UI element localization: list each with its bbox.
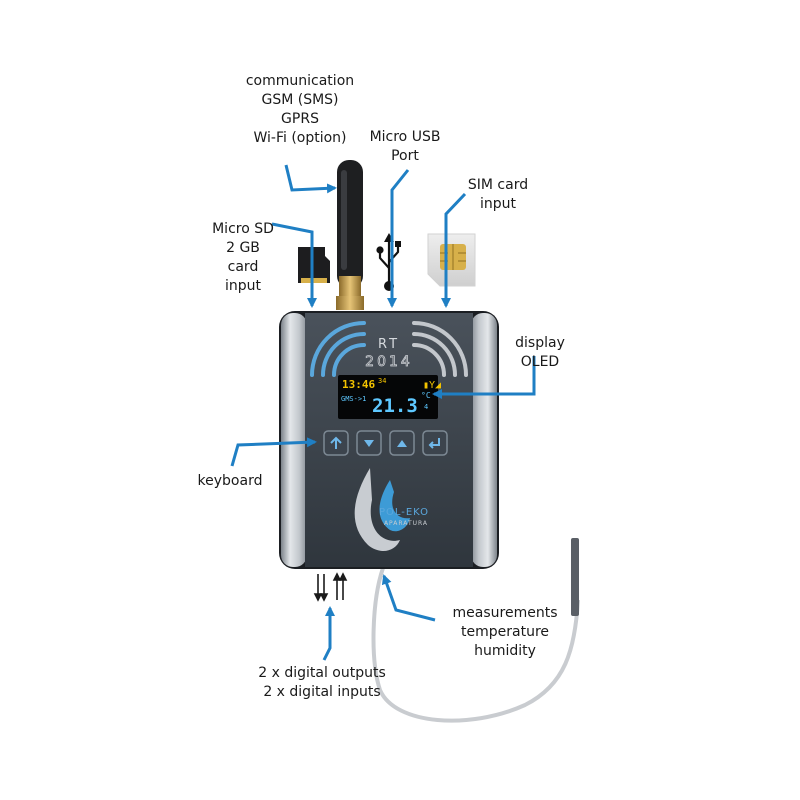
measurements-line-3: humidity [474, 643, 536, 659]
device-model: RT [378, 337, 400, 352]
usb-symbol [376, 233, 401, 291]
keypad [323, 430, 448, 456]
arrow-communication [284, 164, 337, 194]
arrow-sim [441, 192, 467, 308]
arrow-keyboard [230, 437, 317, 467]
oled-screen [338, 375, 438, 419]
measurements-line-1: measurements [452, 605, 558, 621]
communication-line-4: Wi-Fi (option) [253, 130, 347, 146]
sim-line-2: input [479, 196, 516, 212]
oled-antenna-icon: ▮Y◢ [423, 380, 441, 391]
micro-sd-line-3: card [227, 259, 259, 275]
micro-usb-line-2: Port [391, 148, 419, 164]
label-communication: communication GSM (SMS) GPRS Wi-Fi (opti… [200, 72, 400, 148]
oled-status: GMS->1 [341, 395, 366, 403]
io-arrows-icon [313, 572, 348, 602]
communication-line-2: GSM (SMS) [261, 92, 339, 108]
oled-unit-bottom: 4 [424, 403, 428, 411]
label-keyboard: keyboard [180, 472, 280, 491]
label-micro-sd: Micro SD 2 GB card input [200, 220, 286, 296]
brand-subtitle: APARATURA [384, 520, 428, 527]
wifi-arcs-left [310, 321, 366, 377]
measurements-line-2: temperature [461, 624, 549, 640]
label-measurements: measurements temperature humidity [420, 604, 590, 661]
display-line-1: display [515, 335, 565, 351]
oled-unit-top: °C [421, 391, 431, 400]
sim-line-1: SIM card [467, 177, 529, 193]
arrow-micro-sd [271, 222, 317, 308]
micro-sd-line-2: 2 GB [226, 240, 260, 256]
io-line-1: 2 x digital outputs [258, 665, 386, 681]
micro-sd-line-1: Micro SD [212, 221, 274, 237]
sensor-probe [571, 538, 579, 616]
label-digital-io: 2 x digital outputs 2 x digital inputs [222, 664, 422, 702]
micro-usb-line-1: Micro USB [369, 129, 441, 145]
callout-arrows [230, 164, 536, 661]
device-body [279, 311, 499, 569]
communication-line-3: GPRS [281, 111, 319, 127]
label-display: display OLED [500, 334, 580, 372]
label-sim-card: SIM card input [448, 176, 548, 214]
label-micro-usb: Micro USB Port [350, 128, 460, 166]
communication-line-1: communication [245, 73, 355, 89]
wifi-arcs-right [412, 321, 468, 377]
arrow-measurements [381, 574, 436, 622]
arrow-display [432, 356, 536, 399]
display-line-2: OLED [520, 354, 560, 370]
sensor-cable [371, 567, 580, 723]
io-line-2: 2 x digital inputs [263, 684, 381, 700]
device-model-number: 2014 [365, 354, 413, 370]
oled-seconds: 34 [378, 377, 386, 385]
keyboard-line-1: keyboard [197, 473, 263, 489]
oled-time: 13:46 [342, 378, 375, 391]
micro-sd-line-4: input [224, 278, 261, 294]
arrow-io [322, 606, 335, 661]
micro-sd-card-illustration [298, 247, 330, 283]
brand-name: POL-EKO [379, 507, 429, 518]
arrow-micro-usb [387, 169, 410, 308]
oled-reading: 21.3 [372, 395, 418, 417]
pol-eko-logo-mark [354, 468, 410, 552]
antenna [336, 160, 364, 310]
sim-card-illustration [427, 233, 476, 287]
